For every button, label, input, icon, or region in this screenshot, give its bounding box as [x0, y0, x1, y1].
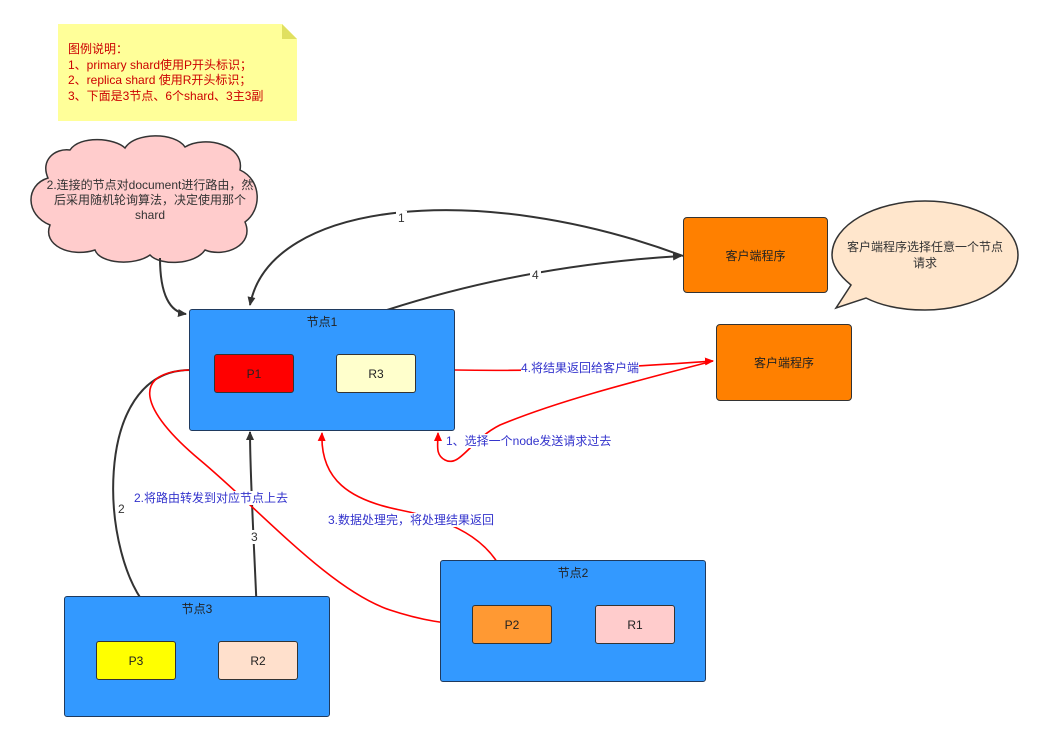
edge-red-forward-to-p2 [149, 369, 471, 629]
node-2-title: 节点2 [557, 566, 589, 580]
shard-r1-label: R1 [627, 617, 643, 632]
legend-note-fold [282, 24, 297, 39]
client-top-label: 客户端程序 [725, 248, 786, 263]
routing-cloud [30, 135, 258, 264]
shard-r1[interactable]: R1 [595, 605, 675, 644]
legend-line-2: 2、replica shard 使用R开头标识； [68, 73, 252, 87]
node-1[interactable]: 节点1 P1 R3 [189, 309, 455, 431]
shard-p3-label: P3 [128, 653, 144, 668]
edge-label-4: 4 [530, 268, 541, 282]
edge-label-select-node: 1、选择一个node发送请求过去 [446, 434, 612, 448]
edge-label-1: 1 [396, 211, 407, 225]
edge-label-3: 3 [249, 530, 260, 544]
shard-r2[interactable]: R2 [218, 641, 298, 680]
edge-label-return-client: 4.将结果返回给客户端 [521, 361, 640, 375]
node-1-title: 节点1 [306, 315, 338, 329]
shard-p2-label: P2 [504, 617, 520, 632]
bubble-text: 客户端程序选择任意一个节点请求 [846, 240, 1003, 270]
edge-1-client-to-node1 [247, 209, 684, 306]
shard-p2[interactable]: P2 [472, 605, 552, 644]
cloud-text: 2.连接的节点对document进行路由，然后采用随机轮询算法，决定使用那个sh… [46, 178, 254, 222]
edge-label-process-return: 3.数据处理完，将处理结果返回 [328, 513, 495, 527]
legend-line-1: 1、primary shard使用P开头标识； [68, 57, 253, 72]
shard-r2-label: R2 [250, 653, 266, 668]
edge-cloud-to-node1 [159, 257, 187, 317]
shard-r3[interactable]: R3 [336, 354, 416, 393]
legend-note [58, 24, 297, 121]
legend-title: 图例说明： [68, 42, 129, 56]
edge-red-process-return [317, 432, 513, 606]
node-2[interactable]: 节点2 P2 R1 [440, 560, 706, 682]
shard-p3[interactable]: P3 [96, 641, 176, 680]
shard-p1[interactable]: P1 [214, 354, 294, 393]
edge-4-node1-to-client [386, 252, 682, 311]
client-bottom-label: 客户端程序 [753, 356, 814, 370]
node-3-title: 节点3 [181, 602, 213, 616]
edge-label-forward: 2.将路由转发到对应节点上去 [134, 491, 289, 505]
edge-label-2: 2 [116, 502, 127, 516]
edge-red-select-node [433, 360, 714, 463]
shard-p1-label: P1 [246, 366, 262, 381]
client-program-top[interactable]: 客户端程序 [683, 217, 828, 293]
speech-bubble [831, 200, 1019, 311]
node-3[interactable]: 节点3 P3 R2 [64, 596, 330, 717]
shard-r3-label: R3 [368, 366, 384, 381]
client-program-bottom[interactable]: 客户端程序 [716, 324, 852, 401]
legend-line-3: 3、下面是3节点、6个shard、3主3副 [68, 88, 264, 103]
legend-text: 图例说明： 1、primary shard使用P开头标识； 2、replica … [68, 42, 263, 104]
